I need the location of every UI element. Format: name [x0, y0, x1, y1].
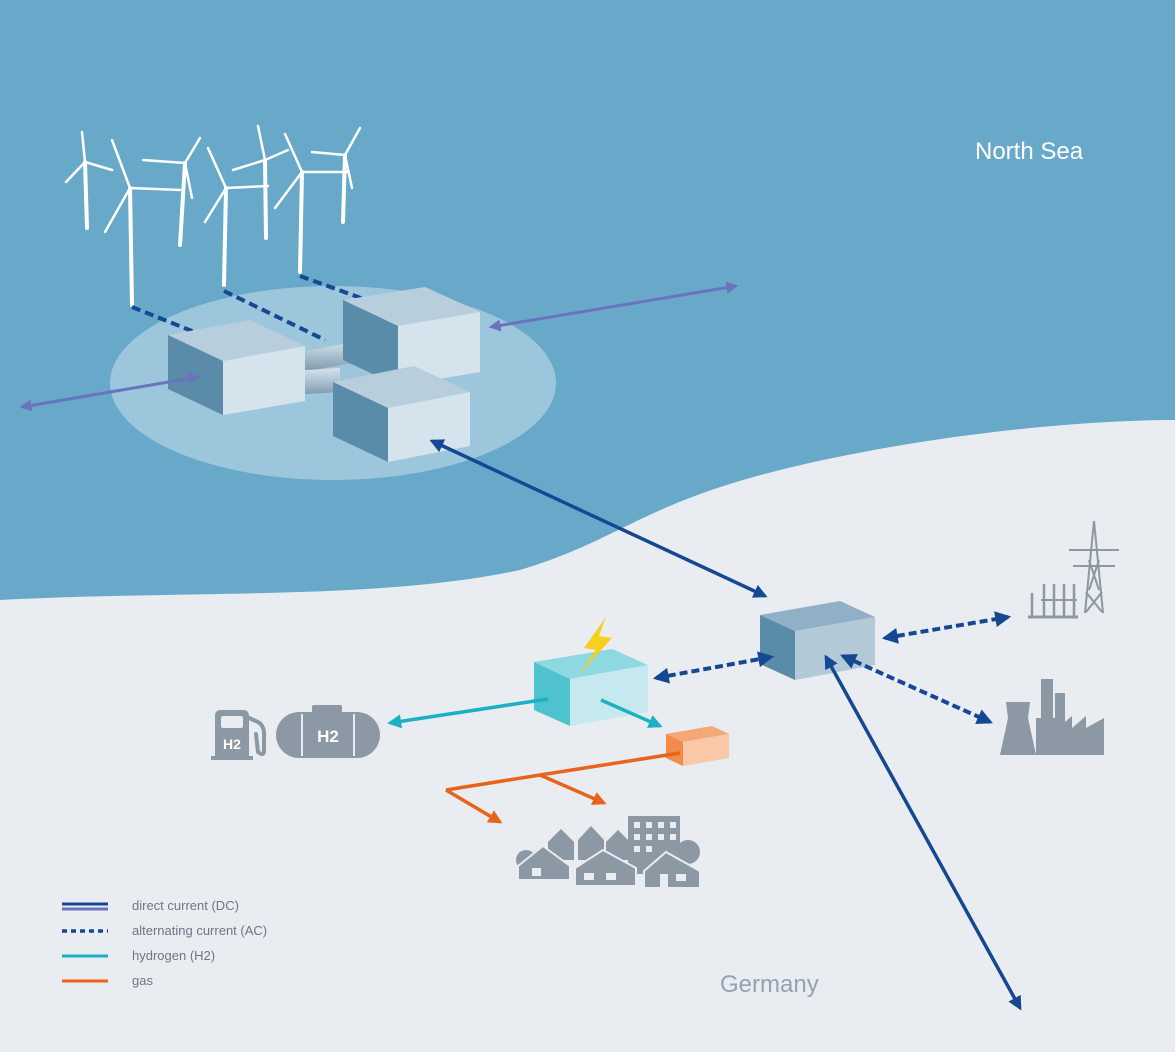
wind-turbine-icon — [203, 146, 270, 287]
fuel-station-label: H2 — [223, 736, 241, 752]
legend-item-dc: direct current (DC) — [62, 893, 267, 918]
wind-turbine-icon — [141, 136, 202, 247]
wind-turbine-icon — [231, 124, 290, 240]
town-icon — [516, 816, 701, 889]
h2-fuel-station-icon: H2 — [211, 710, 267, 760]
lightning-bolt-icon — [578, 617, 612, 676]
legend-label-dc: direct current (DC) — [132, 898, 239, 913]
electrolyzer — [534, 649, 648, 726]
power-grid-icon — [1028, 520, 1119, 619]
tank-label: H2 — [317, 727, 339, 746]
legend-item-ac: alternating current (AC) — [62, 918, 267, 943]
legend-swatch-ac — [62, 928, 108, 933]
ac-links — [652, 611, 1012, 725]
wind-farm — [64, 124, 362, 307]
north-sea-label: North Sea — [975, 138, 1084, 165]
wind-turbine-icon — [310, 126, 362, 224]
converter-station-south — [333, 366, 470, 462]
wind-turbine-icon — [64, 130, 114, 230]
germany-label: Germany — [720, 971, 819, 998]
wind-turbine-icon — [273, 132, 350, 274]
legend-label-ac: alternating current (AC) — [132, 923, 268, 938]
h2-tank-icon: H2 — [276, 705, 380, 758]
legend-label-hydrogen: hydrogen (H2) — [132, 948, 216, 963]
wind-turbine-icon — [103, 138, 182, 307]
legend-swatch-gas — [62, 979, 108, 982]
hydrogen-links — [387, 697, 663, 729]
industry-icon — [1000, 679, 1104, 755]
legend-swatch-dc — [62, 902, 108, 910]
legend-item-gas: gas — [62, 968, 267, 993]
legend-label-gas: gas — [132, 973, 153, 988]
onshore-converter-station — [760, 601, 875, 680]
legend-item-hydrogen: hydrogen (H2) — [62, 943, 267, 968]
legend: direct current (DC) alternating current … — [62, 893, 267, 993]
legend-swatch-hydrogen — [62, 954, 108, 957]
converter-station-north — [343, 287, 480, 386]
gas-storage — [666, 726, 729, 766]
gas-links — [445, 751, 681, 824]
